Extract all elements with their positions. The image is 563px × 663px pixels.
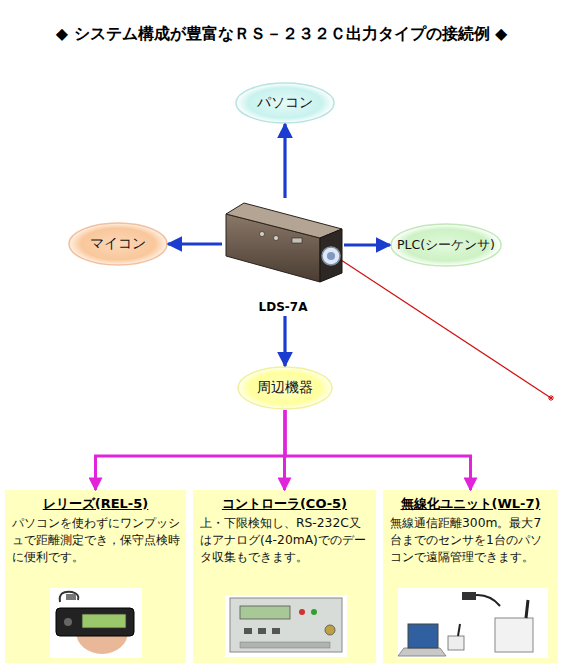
controller-key [272,628,280,634]
laser-beam [338,258,551,398]
controller-led [311,609,317,615]
laser-spot-line [549,396,553,400]
device-label: LDS-7A [222,300,344,314]
laser-spot-line [549,396,553,400]
microcomputer-ellipse: マイコン [68,222,168,266]
device-illustration [226,203,342,282]
device-top [226,203,342,238]
pc-ellipse: パソコン [235,82,335,124]
wireless-receiver [448,636,464,650]
node-label: 周辺機器 [237,366,333,410]
photo-background [225,595,347,657]
release-button [64,618,72,626]
node-label: パソコン [235,82,335,124]
connector-arrow [283,316,286,366]
controller-connector [325,625,335,635]
cable-plug [66,594,76,600]
release-body [56,608,134,636]
laser-spot-line [551,395,552,401]
box-heading: 無線化ユニット(WL-7) [383,495,558,513]
release-lcd [82,614,126,628]
node-label: PLC(シーケンサ) [390,223,502,267]
antenna [526,600,528,618]
controller-led [299,609,305,615]
box-description: パソコンを使わずにワンプッシュで距離測定でき，保守点検時に便利です。 [5,513,186,566]
connector-arrow [96,410,286,490]
wireless-photo [398,588,548,658]
ellipse-shape [69,223,167,265]
photo-background [398,588,548,658]
release-cable [60,592,79,602]
connector-arrow [168,242,222,245]
diagram-title: ◆ システム構成が豊富なＲＳ－２３２Ｃ出力タイプの接続例 ◆ [0,24,563,45]
device-switch [260,232,265,237]
controller-lcd [240,606,290,619]
connector-arrow [283,410,287,490]
device-node: LDS-7A [222,198,344,316]
terminal-block [240,642,330,648]
plc-ellipse: PLC(シーケンサ) [390,223,502,267]
device-switch [274,236,279,241]
device-front [320,229,342,282]
box-heading: コントローラ(CO-5) [193,495,376,513]
device-lens [322,247,340,265]
node-label: マイコン [68,222,168,266]
release-photo [50,588,142,658]
ellipse-shape [238,367,332,409]
device-lens-core [327,252,335,260]
box-description: 無線通信距離300m。最大7台までのセンサを1台のパソコンで遠隔管理できます。 [383,513,558,566]
hand [76,610,128,654]
product-box: レリーズ(REL-5)パソコンを使わずにワンプッシュで距離測定でき，保守点検時に… [5,490,186,663]
controller-key [244,628,252,634]
box-heading: レリーズ(REL-5) [5,495,186,513]
connector-arrow [285,410,471,490]
controller-panel [230,598,342,652]
laptop-base [398,648,446,656]
box-description: 上・下限検知し、RS-232C又はアナログ(4-20mA)でのデータ収集もできま… [193,513,376,566]
device-connector [292,238,302,243]
peripheral-ellipse: 周辺機器 [237,366,333,410]
connector-arrow [283,124,286,198]
sensor-cable [470,595,500,606]
laser-spot-line [548,398,554,399]
ellipse-shape [391,224,501,266]
laser-spot [548,395,554,401]
wireless-unit [495,618,533,652]
photo-background [50,588,142,658]
product-box: 無線化ユニット(WL-7)無線通信距離300m。最大7台までのセンサを1台のパソ… [383,490,558,663]
controller-photo [225,595,347,657]
controller-key [258,628,266,634]
ellipse-shape [236,83,334,123]
antenna [458,624,460,636]
sensor-head [462,592,476,600]
device-side [226,214,320,282]
product-box: コントローラ(CO-5)上・下限検知し、RS-232C又はアナログ(4-20mA… [193,490,376,663]
connector-arrow [344,243,390,246]
laptop-screen [408,624,438,648]
